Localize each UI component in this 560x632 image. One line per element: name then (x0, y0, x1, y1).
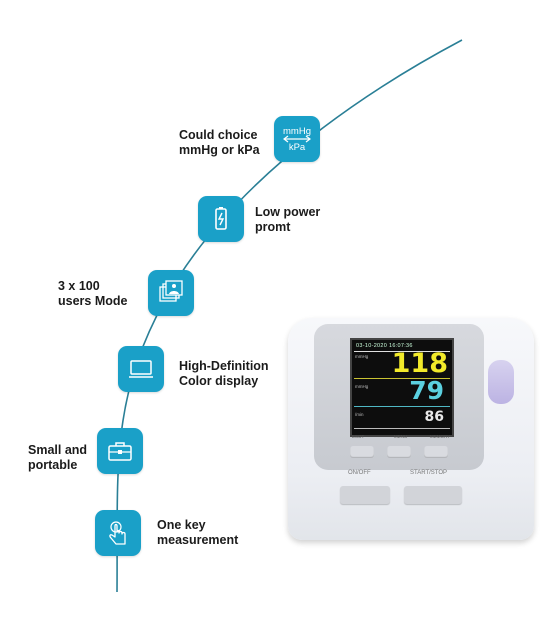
on-off-button[interactable] (340, 486, 390, 504)
monitor-icon (118, 346, 164, 392)
battery-icon (198, 196, 244, 242)
briefcase-icon (97, 428, 143, 474)
pulse-value: 86 (424, 409, 444, 425)
sys-label: mmHg (355, 354, 369, 359)
pulse-label: /min (355, 412, 364, 417)
unit-switch-icon: mmHg kPa (274, 116, 320, 162)
soft-label-2: MENU (394, 434, 408, 439)
start-stop-label: START/STOP (410, 470, 448, 476)
feature-label-users: 3 x 100 users Mode (58, 279, 128, 308)
sys-value: 118 (391, 348, 448, 379)
device-panel: 03-10-2020 16:07:36 mmHg 118 mmHg 79 /mi… (314, 324, 484, 470)
device-screen: 03-10-2020 16:07:36 mmHg 118 mmHg 79 /mi… (350, 338, 454, 437)
soft-label-1: ESOT (352, 434, 365, 439)
soft-button-middle[interactable] (387, 446, 411, 458)
on-off-label: ON/OFF (348, 470, 371, 476)
blood-pressure-monitor: 03-10-2020 16:07:36 mmHg 118 mmHg 79 /mi… (288, 318, 534, 540)
feature-label-display: High-Definition Color display (179, 359, 269, 388)
soft-button-right[interactable] (424, 446, 448, 458)
feature-label-power: Low power promt (255, 205, 321, 234)
feature-label-onekey: One key measurement (157, 518, 239, 547)
side-release-button[interactable] (488, 360, 514, 404)
feature-label-unit: Could choice mmHg or kPa (179, 128, 260, 157)
soft-label-3: MEMORY (430, 434, 451, 439)
hand-press-icon (95, 510, 141, 556)
dia-value: 79 (409, 376, 444, 405)
dia-label: mmHg (355, 384, 369, 389)
start-stop-button[interactable] (404, 486, 462, 504)
users-icon (148, 270, 194, 316)
feature-label-portable: Small and portable (28, 443, 88, 472)
screen-date: 03-10-2020 16:07:36 (356, 343, 413, 349)
soft-button-left[interactable] (350, 446, 374, 458)
